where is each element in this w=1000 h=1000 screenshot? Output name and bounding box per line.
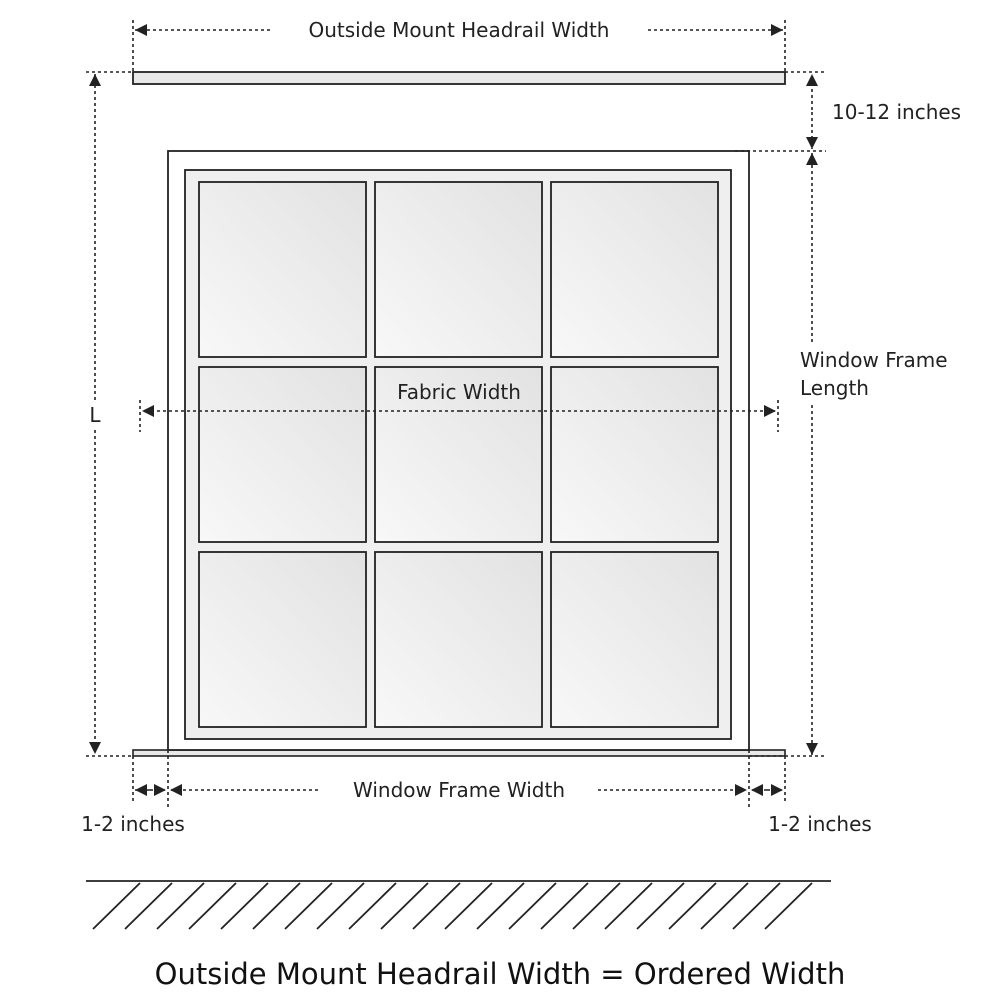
window-pane: [374, 366, 543, 543]
hatch-line: [700, 882, 749, 930]
hatch-line: [380, 882, 429, 930]
bottom-rail: [132, 749, 786, 757]
headrail-width-label: Outside Mount Headrail Width: [309, 18, 610, 42]
overlap-left-label: 1-2 inches: [81, 812, 185, 836]
frame-length-label-2: Length: [800, 376, 869, 400]
hatch-line: [508, 882, 557, 930]
hatch-line: [124, 882, 173, 930]
frame-length-label-1: Window Frame: [800, 348, 948, 372]
hatch-line: [220, 882, 269, 930]
window-pane: [550, 181, 719, 358]
top-gap-dimension: 10-12 inches: [735, 71, 961, 152]
floor-hatching: [86, 880, 831, 930]
hatch-line: [412, 882, 461, 930]
window-pane: [374, 551, 543, 728]
frame-width-dimension: Window Frame Width 1-2 inches 1-2 inches: [81, 750, 872, 836]
hatch-line: [476, 882, 525, 930]
fabric-width-label: Fabric Width: [397, 380, 521, 404]
window-pane: [374, 181, 543, 358]
top-gap-label: 10-12 inches: [832, 100, 961, 124]
hatch-line: [316, 882, 365, 930]
frame-width-label: Window Frame Width: [353, 778, 565, 802]
overlap-right-label: 1-2 inches: [768, 812, 872, 836]
hatch-line: [156, 882, 205, 930]
hatch-line: [252, 882, 301, 930]
window-pane: [198, 551, 367, 728]
hatch-line: [572, 882, 621, 930]
hatch-line: [188, 882, 237, 930]
hatch-line: [92, 882, 141, 930]
fabric-width-dimension: Fabric Width: [139, 380, 779, 432]
hatch-line: [636, 882, 685, 930]
hatch-line: [348, 882, 397, 930]
headrail: [132, 71, 786, 85]
window-panes: [198, 181, 719, 728]
caption: Outside Mount Headrail Width = Ordered W…: [155, 957, 846, 991]
window-pane: [550, 366, 719, 543]
window-pane: [198, 366, 367, 543]
hatch-line: [540, 882, 589, 930]
hatch-line: [604, 882, 653, 930]
hatch-line: [732, 882, 781, 930]
hatch-line: [444, 882, 493, 930]
length-dimension: L: [86, 71, 133, 757]
window-pane: [198, 181, 367, 358]
length-label: L: [89, 403, 101, 427]
hatch-line: [668, 882, 717, 930]
frame-length-dimension: Window Frame Length: [749, 153, 966, 757]
headrail-width-dimension: Outside Mount Headrail Width: [132, 18, 786, 72]
hatch-line: [764, 882, 813, 930]
hatch-line: [284, 882, 333, 930]
window-pane: [550, 551, 719, 728]
